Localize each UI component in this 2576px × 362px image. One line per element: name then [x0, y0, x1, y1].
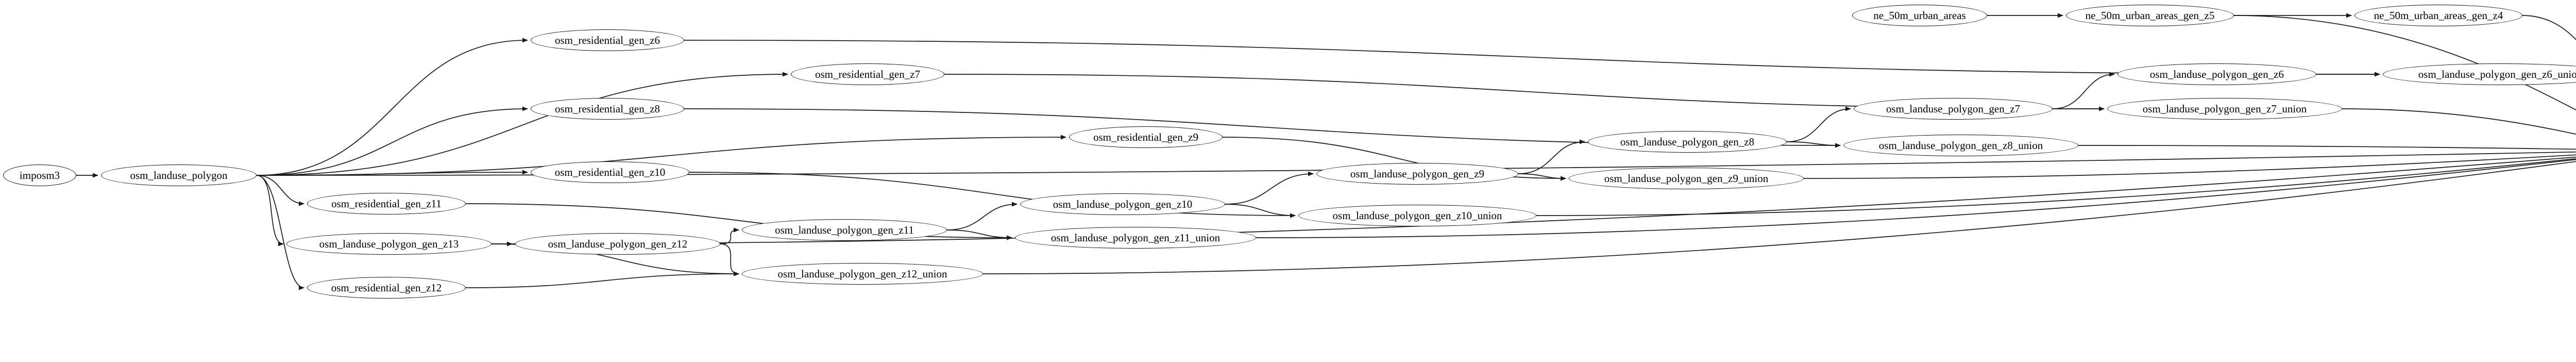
node-label: osm_residential_gen_z10	[554, 166, 666, 178]
node-osm-landuse-polygon[interactable]: osm_landuse_polygon	[101, 164, 257, 186]
node-osm-landuse-polygon-gen-z11[interactable]: osm_landuse_polygon_gen_z11	[742, 219, 947, 241]
node-osm-residential-gen-z7[interactable]: osm_residential_gen_z7	[791, 63, 944, 85]
node-osm-residential-gen-z8[interactable]: osm_residential_gen_z8	[531, 98, 684, 120]
node-label: osm_landuse_polygon_gen_z10_union	[1332, 209, 1502, 222]
node-ne-50m-urban-areas-gen-z4[interactable]: ne_50m_urban_areas_gen_z4	[2354, 5, 2522, 26]
node-label: ne_50m_urban_areas_gen_z4	[2374, 9, 2503, 22]
node-label: osm_landuse_polygon_gen_z6	[2149, 68, 2284, 80]
node-ne-50m-urban-areas-gen-z5[interactable]: ne_50m_urban_areas_gen_z5	[2066, 5, 2234, 26]
node-label: osm_residential_gen_z8	[554, 102, 660, 115]
node-label: osm_landuse_polygon_gen_z11_union	[1050, 231, 1221, 244]
node-label: ne_50m_urban_areas	[1873, 9, 1966, 22]
edge-osm-landuse-polygon-gen-z8-to-osm-landuse-polygon-gen-z7	[1786, 106, 1851, 142]
edge-osm-landuse-polygon-gen-z8-union-to-table	[2078, 145, 2576, 150]
node-label: osm_landuse_polygon_gen_z7_union	[2142, 102, 2307, 115]
node-label: osm_landuse_polygon_gen_z6_union	[2418, 68, 2576, 80]
edge-osm-landuse-polygon-gen-z7-to-osm-landuse-polygon-gen-z6	[2052, 72, 2115, 109]
edge-osm-landuse-polygon-to-osm-residential-gen-z8	[256, 106, 528, 176]
node-label: osm_residential_gen_z7	[815, 68, 921, 80]
node-imposm3[interactable]: imposm3	[3, 164, 76, 186]
node-osm-landuse-polygon-gen-z13[interactable]: osm_landuse_polygon_gen_z13	[286, 233, 492, 255]
node-osm-landuse-polygon-gen-z10[interactable]: osm_landuse_polygon_gen_z10	[1020, 193, 1225, 215]
node-label: osm_landuse_polygon	[130, 169, 228, 182]
node-label: osm_landuse_polygon_gen_z8_union	[1878, 139, 2043, 152]
edge-osm-landuse-polygon-to-osm-residential-gen-z6	[256, 38, 528, 176]
edge-osm-landuse-polygon-gen-z11-to-osm-landuse-polygon-gen-z10	[946, 202, 1018, 231]
node-osm-landuse-polygon-gen-z8-union[interactable]: osm_landuse_polygon_gen_z8_union	[1843, 135, 2078, 156]
edge-osm-landuse-polygon-gen-z9-to-osm-landuse-polygon-gen-z9-union	[1518, 173, 1566, 181]
node-label: osm_landuse_polygon_gen_z9_union	[1604, 172, 1769, 185]
node-osm-residential-gen-z12[interactable]: osm_residential_gen_z12	[307, 277, 466, 299]
edge-osm-residential-gen-z6-to-osm-landuse-polygon-gen-z6-union	[684, 40, 2380, 77]
edge-osm-landuse-polygon-to-osm-residential-gen-z7	[256, 72, 788, 176]
edge-osm-landuse-polygon-gen-z10-to-osm-landuse-polygon-gen-z10-union	[1225, 204, 1296, 218]
node-osm-landuse-polygon-gen-z6-union[interactable]: osm_landuse_polygon_gen_z6_union	[2383, 63, 2576, 85]
node-label: osm_landuse_polygon_gen_z9	[1350, 167, 1485, 180]
node-label: osm_residential_gen_z12	[331, 281, 442, 294]
edge-osm-landuse-polygon-to-osm-residential-gen-z10	[256, 170, 528, 176]
edge-osm-landuse-polygon-to-osm-residential-gen-z12	[256, 175, 304, 290]
node-label: osm_residential_gen_z11	[331, 197, 442, 210]
node-osm-landuse-polygon-gen-z9-union[interactable]: osm_landuse_polygon_gen_z9_union	[1569, 168, 1804, 189]
node-osm-residential-gen-z10[interactable]: osm_residential_gen_z10	[531, 161, 689, 183]
node-label: osm_landuse_polygon_gen_z8	[1620, 135, 1755, 148]
node-osm-residential-gen-z6[interactable]: osm_residential_gen_z6	[531, 29, 684, 51]
edge-osm-landuse-polygon-gen-z12-to-osm-landuse-polygon-gen-z12-union	[720, 243, 739, 276]
node-osm-landuse-polygon-gen-z7[interactable]: osm_landuse_polygon_gen_z7	[1854, 98, 2053, 120]
node-osm-landuse-polygon-gen-z8[interactable]: osm_landuse_polygon_gen_z8	[1588, 131, 1787, 153]
node-osm-residential-gen-z9[interactable]: osm_residential_gen_z9	[1069, 126, 1223, 148]
node-label: osm_residential_gen_z6	[554, 34, 660, 46]
node-label: ne_50m_urban_areas_gen_z5	[2085, 9, 2215, 22]
node-label: imposm3	[19, 169, 60, 182]
node-osm-landuse-polygon-gen-z12[interactable]: osm_landuse_polygon_gen_z12	[515, 233, 720, 255]
edge-osm-residential-gen-z12-to-osm-landuse-polygon-gen-z12-union	[465, 271, 739, 288]
node-osm-landuse-polygon-gen-z7-union[interactable]: osm_landuse_polygon_gen_z7_union	[2107, 98, 2342, 120]
node-osm-landuse-polygon-gen-z11-union[interactable]: osm_landuse_polygon_gen_z11_union	[1015, 227, 1256, 249]
edge-osm-landuse-polygon-gen-z10-to-osm-landuse-polygon-gen-z9	[1225, 171, 1314, 205]
node-label: osm_landuse_polygon_gen_z10	[1053, 198, 1193, 210]
node-label: osm_landuse_polygon_gen_z12_union	[777, 267, 947, 280]
edge-osm-landuse-polygon-gen-z9-to-osm-landuse-polygon-gen-z8	[1518, 139, 1585, 174]
edge-osm-landuse-polygon-gen-z12-to-osm-landuse-polygon-gen-z11	[720, 227, 739, 244]
edge-osm-landuse-polygon-gen-z12-union-to-table	[982, 161, 2576, 274]
node-ne-50m-urban-areas[interactable]: ne_50m_urban_areas	[1852, 5, 1987, 26]
node-label: osm_landuse_polygon_gen_z13	[319, 237, 459, 250]
edge-osm-landuse-polygon-gen-z8-to-osm-landuse-polygon-gen-z8-union	[1786, 141, 1841, 148]
node-label: osm_landuse_polygon_gen_z11	[775, 223, 914, 236]
edge-osm-landuse-polygon-to-osm-residential-gen-z11	[256, 175, 304, 206]
edge-osm-landuse-polygon-to-osm-landuse-polygon-gen-z13	[256, 175, 284, 246]
node-osm-landuse-polygon-gen-z6[interactable]: osm_landuse_polygon_gen_z6	[2117, 63, 2316, 85]
node-osm-landuse-polygon-gen-z10-union[interactable]: osm_landuse_polygon_gen_z10_union	[1298, 205, 1536, 226]
edge-osm-landuse-polygon-gen-z7-union-to-table	[2342, 108, 2576, 135]
node-osm-residential-gen-z11[interactable]: osm_residential_gen_z11	[307, 193, 466, 215]
node-label: osm_residential_gen_z9	[1093, 130, 1199, 143]
edge-osm-landuse-polygon-gen-z11-to-osm-landuse-polygon-gen-z11-union	[946, 229, 1012, 240]
node-label: osm_landuse_polygon_gen_z12	[548, 237, 688, 250]
node-osm-landuse-polygon-gen-z9[interactable]: osm_landuse_polygon_gen_z9	[1316, 163, 1518, 185]
node-osm-landuse-polygon-gen-z12-union[interactable]: osm_landuse_polygon_gen_z12_union	[742, 263, 983, 285]
node-label: osm_landuse_polygon_gen_z7	[1886, 102, 2021, 115]
